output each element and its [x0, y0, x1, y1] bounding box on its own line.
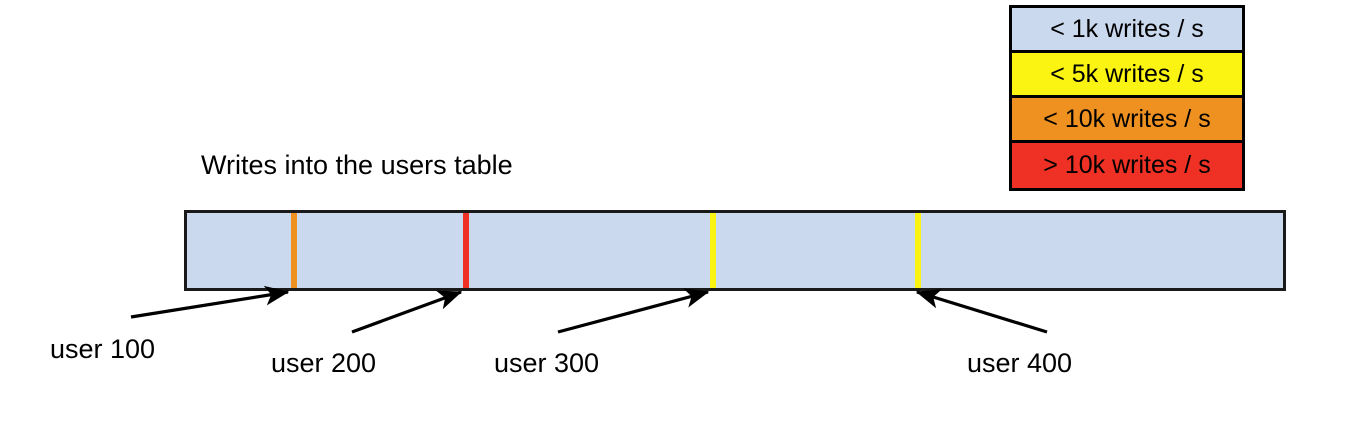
user-200-label: user 200 [271, 348, 377, 378]
user-300-label: user 300 [494, 348, 600, 378]
legend-row-under-1k: < 1k writes / s [1012, 8, 1242, 53]
user-400-arrow [915, 289, 1048, 334]
users-table-bar [184, 210, 1286, 291]
user-300-stripe [710, 213, 716, 288]
legend-row-over-10k: > 10k writes / s [1012, 143, 1242, 188]
user-100-stripe [291, 213, 297, 288]
user-100-label: user 100 [50, 334, 156, 364]
user-100-arrow [130, 285, 290, 319]
user-200-stripe [463, 213, 469, 288]
user-200-arrow [351, 290, 463, 334]
chart-title: Writes into the users table [201, 150, 513, 180]
user-300-arrow [557, 288, 710, 334]
legend-label-over-10k: > 10k writes / s [1043, 151, 1211, 179]
legend-label-under-5k: < 5k writes / s [1050, 59, 1204, 88]
legend-label-under-1k: < 1k writes / s [1050, 14, 1204, 43]
legend-row-under-10k: < 10k writes / s [1012, 98, 1242, 143]
user-400-stripe [915, 213, 921, 288]
legend-row-under-5k: < 5k writes / s [1012, 53, 1242, 98]
legend: < 1k writes / s < 5k writes / s < 10k wr… [1009, 5, 1245, 191]
legend-label-under-10k: < 10k writes / s [1043, 104, 1211, 133]
user-400-label: user 400 [967, 348, 1073, 378]
